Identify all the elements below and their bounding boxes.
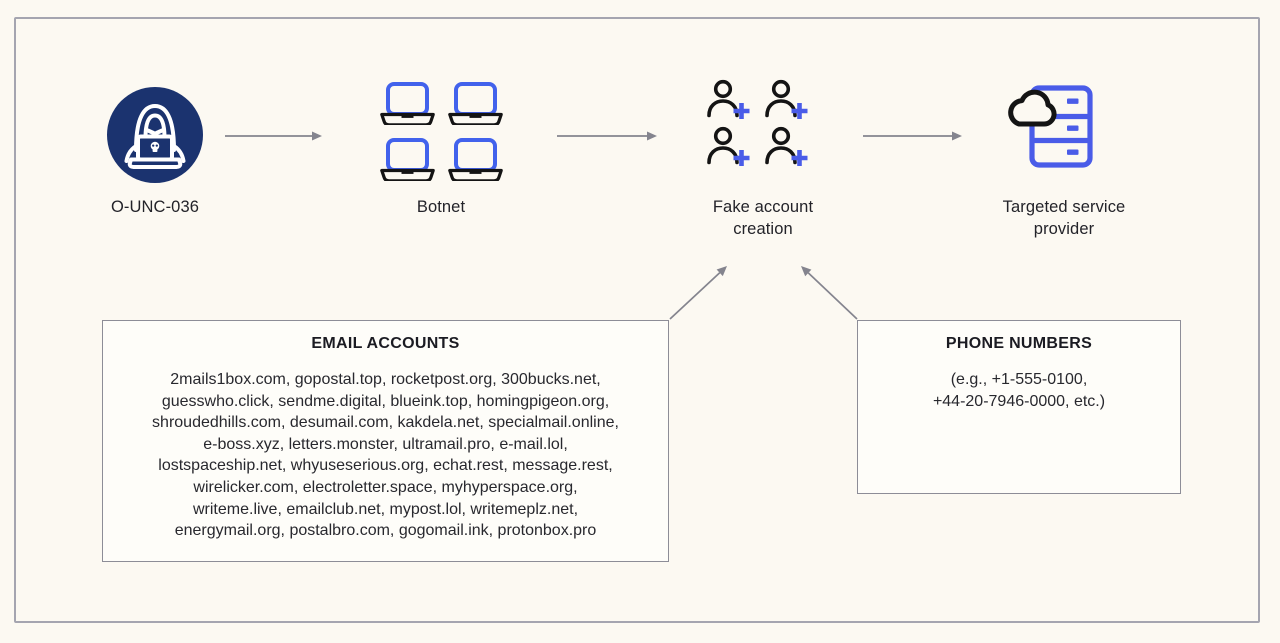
laptop-icon — [380, 82, 435, 125]
email-accounts-list: 2mails1box.com, gopostal.top, rocketpost… — [152, 371, 619, 540]
laptop-icon — [380, 138, 435, 181]
phone-numbers-box: PHONE NUMBERS (e.g., +1-555-0100, +44-20… — [857, 320, 1181, 494]
node-label-fake-account-creation: Fake account creation — [712, 198, 814, 238]
person-add-icon — [707, 126, 750, 166]
laptops-grid-icon — [380, 82, 503, 181]
hacker-icon — [107, 87, 203, 183]
person-add-icon — [707, 79, 750, 119]
cloud-icon — [1008, 89, 1057, 127]
email-accounts-box: EMAIL ACCOUNTS 2mails1box.com, gopostal.… — [102, 320, 669, 562]
node-label-threat-actor: O-UNC-036 — [110, 198, 200, 216]
skull-icon — [150, 141, 160, 152]
phone-numbers-list: (e.g., +1-555-0100, +44-20-7946-0000, et… — [932, 371, 1106, 410]
phone-numbers-title: PHONE NUMBERS — [945, 335, 1093, 352]
email-accounts-title: EMAIL ACCOUNTS — [311, 335, 460, 352]
node-label-botnet: Botnet — [416, 198, 466, 216]
person-add-grid-icon — [706, 79, 810, 170]
person-add-icon — [765, 79, 808, 119]
person-add-icon — [765, 126, 808, 166]
laptop-icon — [448, 82, 503, 125]
laptop-icon — [448, 138, 503, 181]
node-label-targeted-service-provider: Targeted service provider — [1002, 198, 1126, 238]
diagram-border — [14, 17, 1260, 623]
cloud-server-icon — [1008, 85, 1093, 168]
